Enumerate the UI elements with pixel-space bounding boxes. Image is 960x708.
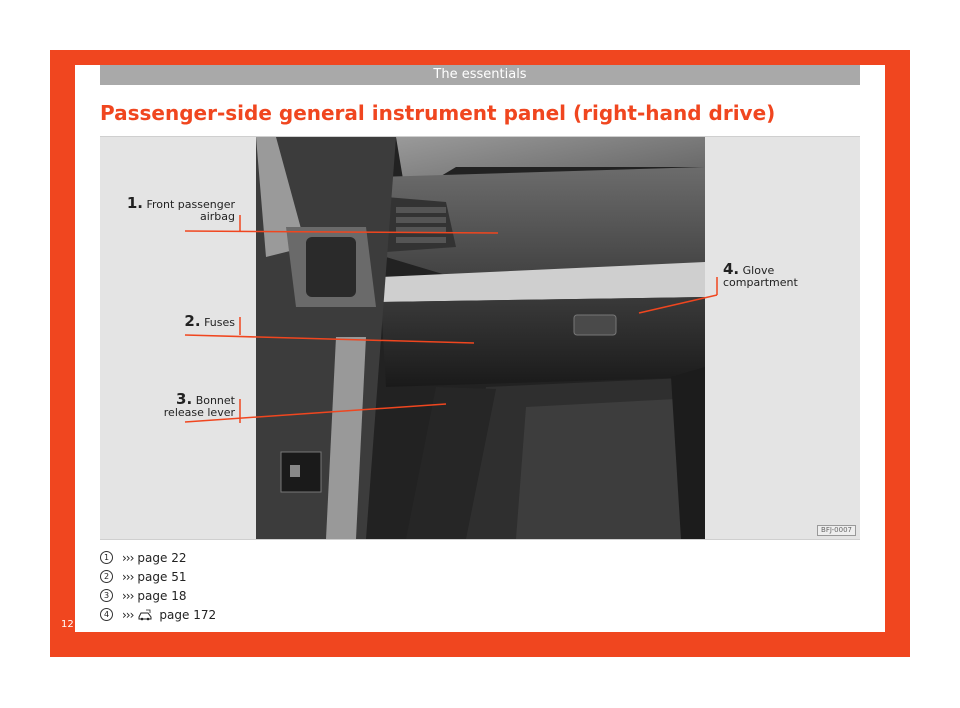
callout-number-badge: 3 <box>100 589 113 602</box>
callout-glove-compartment: 4. Glove compartment <box>723 260 798 289</box>
reference-list: 1 ››› page 22 2 ››› page 51 3 ››› page 1… <box>100 548 216 624</box>
callout-number-badge: 4 <box>100 608 113 621</box>
reference-link[interactable]: page 172 <box>159 607 217 622</box>
cross-reference-arrow: ››› <box>122 607 134 622</box>
callout-number-badge: 1 <box>100 551 113 564</box>
callout-fuses: 2. Fuses <box>184 312 235 330</box>
cross-reference-arrow: ››› <box>122 550 134 565</box>
cross-reference-arrow: ››› <box>122 588 134 603</box>
page-title: Passenger-side general instrument panel … <box>100 101 776 125</box>
reference-item: 1 ››› page 22 <box>100 548 216 567</box>
dashboard-photo <box>256 137 705 539</box>
reference-item: 3 ››› page 18 <box>100 586 216 605</box>
reference-link[interactable]: page 22 <box>137 550 187 565</box>
callout-number-badge: 2 <box>100 570 113 583</box>
reference-item: 4 ››› page 172 <box>100 605 216 624</box>
reference-link[interactable]: page 51 <box>137 569 187 584</box>
instrument-panel-figure: 1. Front passenger airbag 2. Fuses 3. Bo… <box>100 136 860 540</box>
car-book-icon <box>137 609 153 621</box>
page-number: 12 <box>61 619 74 630</box>
dashboard-illustration <box>256 137 705 539</box>
section-header: The essentials <box>100 65 860 85</box>
callout-lines <box>184 215 718 423</box>
reference-link[interactable]: page 18 <box>137 588 187 603</box>
callout-bonnet-release: 3. Bonnet release lever <box>163 390 235 419</box>
callout-airbag: 1. Front passenger airbag <box>126 194 235 223</box>
cross-reference-arrow: ››› <box>122 569 134 584</box>
reference-item: 2 ››› page 51 <box>100 567 216 586</box>
figure-code: BFJ-0007 <box>817 525 856 536</box>
